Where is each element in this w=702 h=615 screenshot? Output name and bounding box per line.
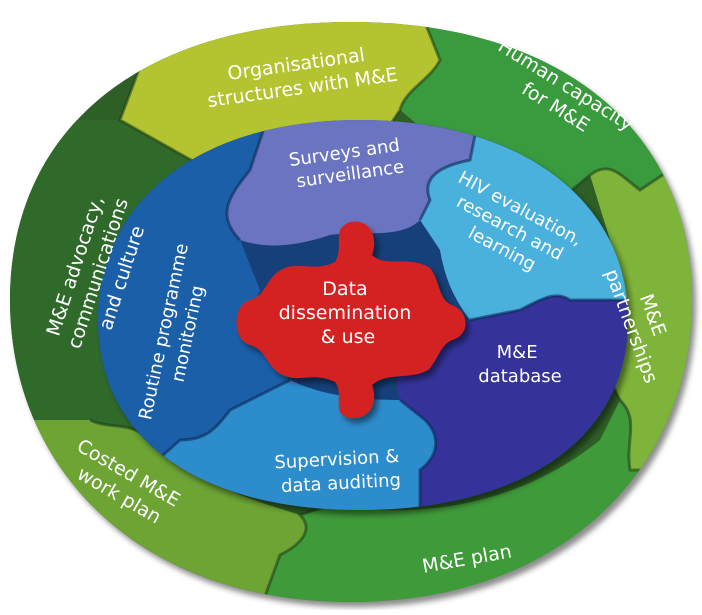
inner-piece-surveys [226,120,480,246]
inner-piece-routine-monitoring [98,120,290,510]
label-me-database: M&E database [478,342,561,387]
label-data-dissemination: Data dissemination & use [279,278,418,348]
outer-piece-partnerships [590,150,692,470]
inner-seams [98,120,628,510]
outer-seams [89,22,692,602]
center-piece [236,221,466,419]
center-piece-wrapper [236,221,466,419]
